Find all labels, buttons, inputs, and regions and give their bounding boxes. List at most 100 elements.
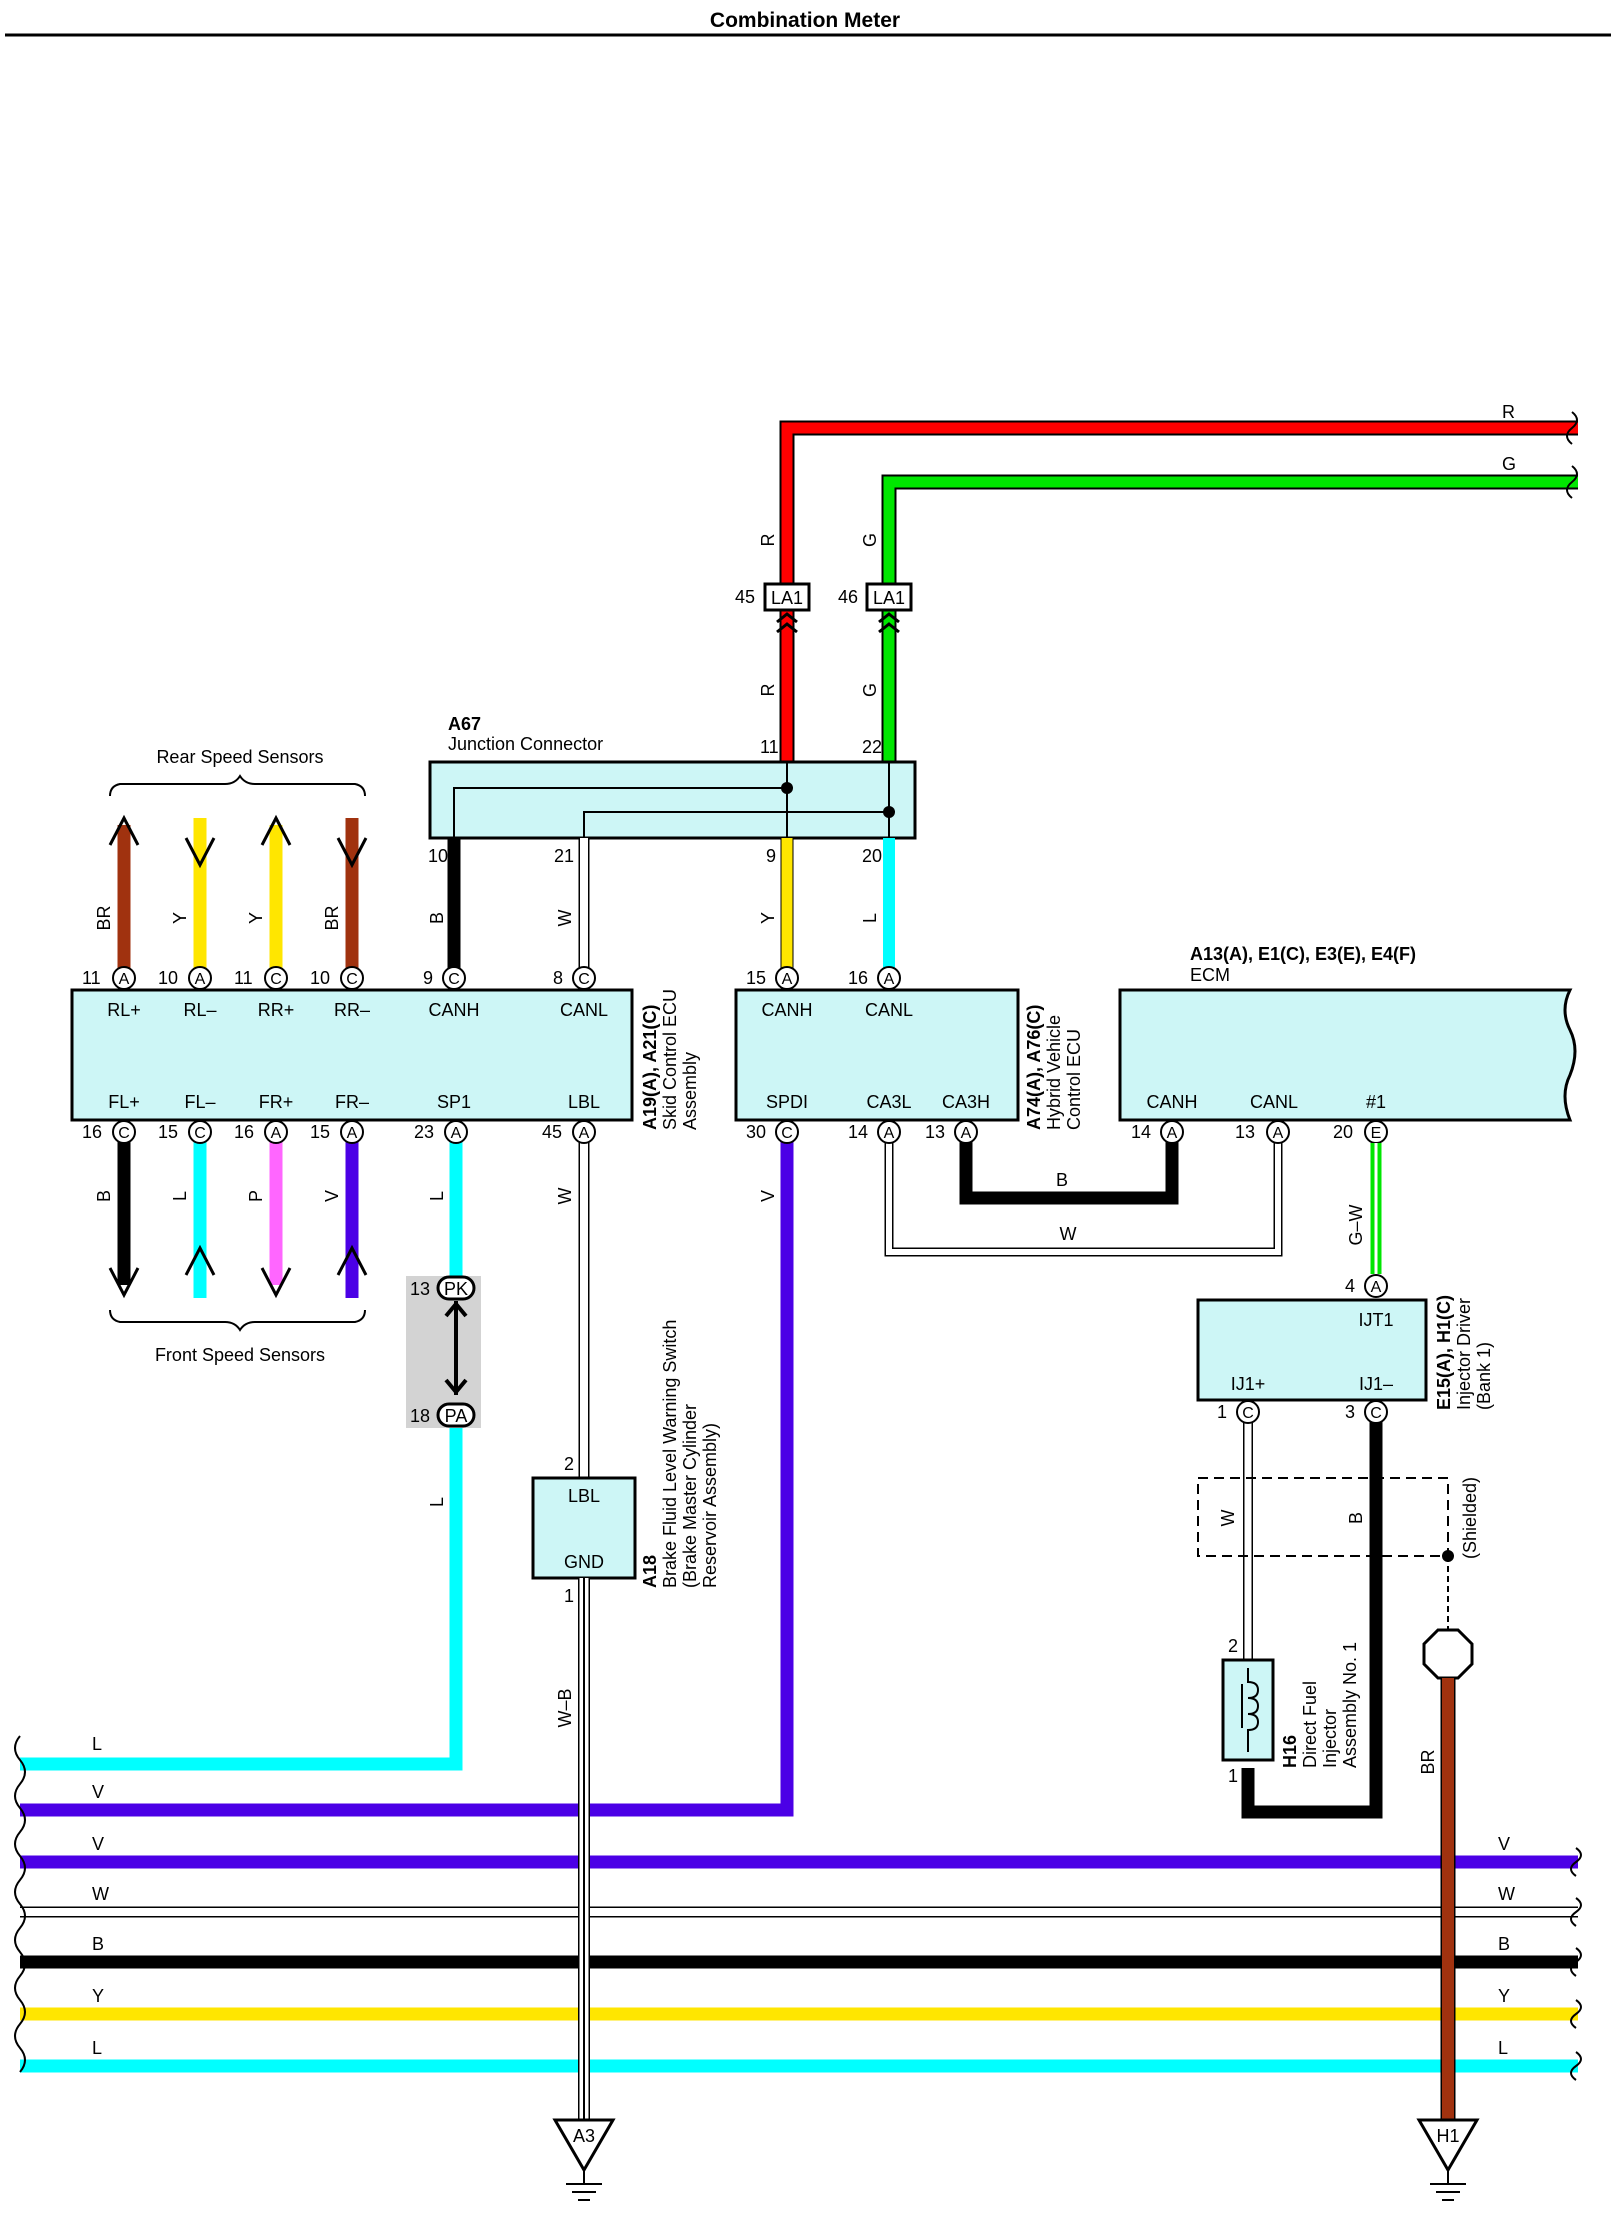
skid-control-ecu xyxy=(70,988,634,1122)
hv-ecu-name-1: Hybrid Vehicle xyxy=(1044,1015,1064,1130)
wire-label-lbl: W xyxy=(555,1188,575,1205)
wire-break-r xyxy=(1566,411,1578,445)
pin-skid-bot-1: C16 xyxy=(82,1120,136,1144)
a18-name-1: Brake Fluid Level Warning Switch xyxy=(660,1320,680,1588)
pin-skid-bot-6: A45 xyxy=(542,1120,596,1144)
pin-number: 15 xyxy=(310,1122,330,1142)
inline-connector-pk: PK 13 xyxy=(410,1275,476,1301)
terminal-hv-canl: CANL xyxy=(865,1000,913,1020)
bus-label-w: W xyxy=(92,1884,109,1904)
arrow-rr+ xyxy=(260,814,292,846)
pin-skid-top-1: A11 xyxy=(82,966,136,990)
wire-label-g-lo: G xyxy=(860,683,880,697)
pin-number: 14 xyxy=(1131,1122,1151,1142)
a18-name-2: (Brake Master Cylinder xyxy=(680,1404,700,1588)
ecm-id: A13(A), E1(C), E3(E), E4(F) xyxy=(1190,944,1416,964)
injdrv-name-1: Injector Driver xyxy=(1454,1298,1474,1410)
wire-label-rs2: Y xyxy=(170,912,190,924)
terminal-fl+: FL+ xyxy=(108,1092,140,1112)
bus-breaks-right xyxy=(1570,1847,1582,2081)
pin-number: 14 xyxy=(848,1122,868,1142)
wire-label-r-top: R xyxy=(1502,402,1515,422)
ground-icon xyxy=(1416,2118,1480,2173)
terminal-hv-canh: CANH xyxy=(761,1000,812,1020)
a18-name-3: Reservoir Assembly) xyxy=(700,1423,720,1588)
terminal-rl+: RL+ xyxy=(107,1000,141,1020)
wire-label-fs1: B xyxy=(94,1190,114,1202)
injdrv-id: E15(A), H1(C) xyxy=(1434,1295,1454,1410)
shield-box xyxy=(1197,1477,1449,1557)
pin-number: 3 xyxy=(1345,1402,1355,1422)
pin-ij-3: C3 xyxy=(1345,1400,1388,1424)
terminal-hv-ca3l: CA3L xyxy=(866,1092,911,1112)
terminal-fr+: FR+ xyxy=(259,1092,294,1112)
pin-ecm-20: E20 xyxy=(1333,1120,1388,1144)
pin-number: 8 xyxy=(553,968,563,988)
pin-ij-1: C1 xyxy=(1217,1400,1260,1424)
wire-g-top xyxy=(881,474,1578,762)
junction-connector-a67 xyxy=(428,760,917,840)
wire-label-j20: L xyxy=(860,913,880,923)
bus-label-v2-right: V xyxy=(1498,1834,1510,1854)
conn-letter: A xyxy=(1167,1125,1178,1142)
terminal-ij1+: IJ1+ xyxy=(1231,1374,1266,1394)
pin-skid-top-6: C8 xyxy=(553,966,596,990)
bus-label-v2: V xyxy=(92,1834,104,1854)
bus-label-b: B xyxy=(92,1934,104,1954)
terminal-canh: CANH xyxy=(428,1000,479,1020)
rear-sensors-bracket xyxy=(109,774,366,797)
conn-letter: A xyxy=(271,1125,282,1142)
inline-connector-label: LA1 xyxy=(771,588,803,608)
wire-g-top-fill xyxy=(883,476,1578,762)
conn-letter: A xyxy=(451,1125,462,1142)
injdrv-name-2: (Bank 1) xyxy=(1474,1342,1494,1410)
wire-label-br: BR xyxy=(1418,1749,1438,1774)
injector-coil-icon xyxy=(1241,1668,1260,1752)
wire-b-ij1- xyxy=(1241,1412,1383,1819)
terminal-fr-: FR– xyxy=(335,1092,369,1112)
skid-ecu-id: A19(A), A21(C) xyxy=(640,1005,660,1130)
bus-label-v1: V xyxy=(92,1782,104,1802)
bus-label-w-right: W xyxy=(1498,1884,1515,1904)
a67-name: Junction Connector xyxy=(448,734,603,754)
wire-label-j21: W xyxy=(555,910,575,927)
wire-label-rs4: BR xyxy=(322,905,342,930)
pin-skid-top-3: C11 xyxy=(234,966,288,990)
wire-label-fs2: L xyxy=(170,1191,190,1201)
shielded-label: (Shielded) xyxy=(1460,1477,1480,1559)
wire-label-r-lo: R xyxy=(758,684,778,697)
arrow-rl- xyxy=(184,837,216,869)
terminal-lbl: LBL xyxy=(568,1092,600,1112)
inline-connector-label: LA1 xyxy=(873,588,905,608)
inline-connector-la1-g: LA1 46 xyxy=(838,582,913,634)
wire-label-sp1: L xyxy=(427,1191,447,1201)
h16-name-1: Direct Fuel xyxy=(1300,1681,1320,1768)
ground-label-a3: A3 xyxy=(573,2126,595,2146)
wire-label-sh-b: B xyxy=(1346,1512,1366,1524)
pin-number: 2 xyxy=(1228,1636,1238,1656)
pin-number: 15 xyxy=(158,1122,178,1142)
conn-letter: A xyxy=(1371,1279,1382,1296)
rear-speed-sensors-label: Rear Speed Sensors xyxy=(156,747,323,767)
pin-hv-14: A14 xyxy=(848,1120,901,1144)
pin-number: 10 xyxy=(158,968,178,988)
page-title: Combination Meter xyxy=(710,9,900,32)
pin-number: 45 xyxy=(735,587,755,607)
wire-label-fs4: V xyxy=(322,1190,342,1202)
terminal-hv-ca3h: CA3H xyxy=(942,1092,990,1112)
pin-number: 18 xyxy=(410,1406,430,1426)
wire-label-l-low: L xyxy=(427,1497,447,1507)
pin-number: 21 xyxy=(554,846,574,866)
conn-letter: C xyxy=(781,1125,793,1142)
conn-letter: C xyxy=(270,971,282,988)
wire-label-wb: W–B xyxy=(555,1688,575,1727)
h16-name-3: Assembly No. 1 xyxy=(1340,1642,1360,1768)
pin-hv-15: A15 xyxy=(746,966,799,990)
pin-number: 1 xyxy=(1217,1402,1227,1422)
pin-skid-top-5: C9 xyxy=(423,966,466,990)
bus-label-y: Y xyxy=(92,1986,104,2006)
pin-number: 11 xyxy=(82,968,101,988)
conn-letter: A xyxy=(1273,1125,1284,1142)
bus-breaks-left xyxy=(14,1735,26,2073)
pin-number: 15 xyxy=(746,968,766,988)
